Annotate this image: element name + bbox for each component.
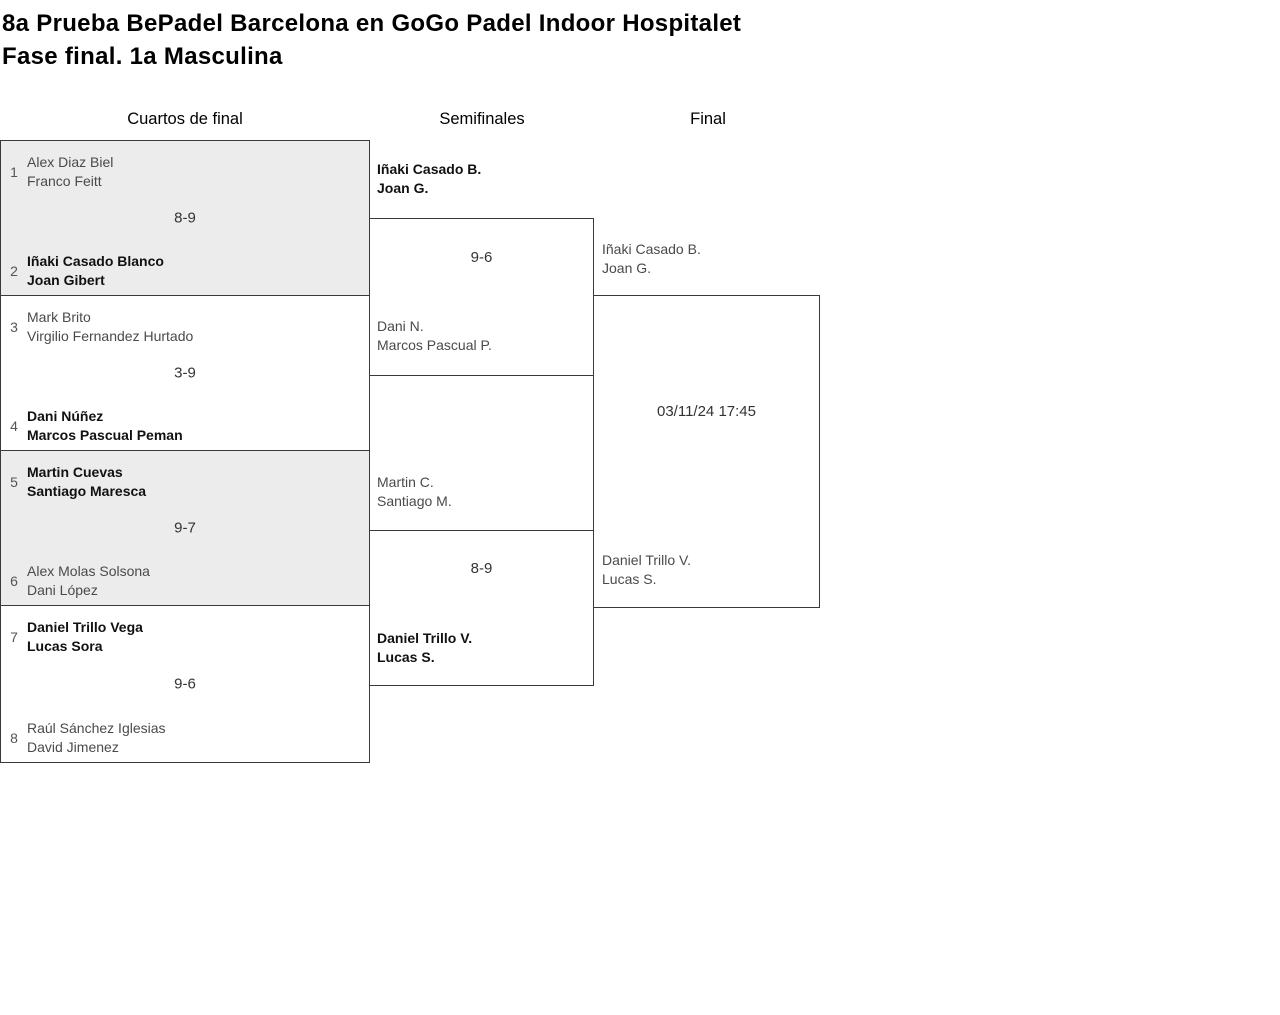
team-names: Iñaki Casado Blanco Joan Gibert — [27, 252, 164, 289]
match-score: 9-7 — [174, 519, 196, 537]
seed-number: 7 — [10, 628, 18, 645]
column-header-quarterfinals: Cuartos de final — [127, 110, 243, 128]
final-match: 03/11/24 17:45 — [593, 295, 820, 608]
team-entry-seed7: 7 Daniel Trillo Vega Lucas Sora — [1, 618, 361, 655]
team-names: Alex Molas Solsona Dani López — [27, 562, 150, 599]
final-bottom-team: Daniel Trillo V. Lucas S. — [602, 551, 691, 588]
player-name: Dani Núñez — [27, 408, 104, 424]
team-names: Alex Diaz Biel Franco Feitt — [27, 153, 113, 190]
player-name: Raúl Sánchez Iglesias — [27, 720, 166, 736]
semifinal2-bottom-team: Daniel Trillo V. Lucas S. — [377, 629, 472, 666]
final-top-team: Iñaki Casado B. Joan G. — [602, 240, 701, 277]
column-header-final: Final — [690, 110, 726, 128]
match-schedule: 03/11/24 17:45 — [657, 403, 756, 420]
semifinal2-top-team: Martin C. Santiago M. — [377, 473, 452, 510]
quarterfinal-match-2: 3 Mark Brito Virgilio Fernandez Hurtado … — [0, 295, 370, 451]
player-name: Marcos Pascual P. — [377, 336, 492, 353]
quarterfinal-match-4: 7 Daniel Trillo Vega Lucas Sora 9-6 8 Ra… — [0, 605, 370, 763]
player-name: Daniel Trillo V. — [377, 630, 473, 646]
semifinal1-bottom-team: Dani N. Marcos Pascual P. — [377, 317, 492, 354]
semifinal1-top-team: Iñaki Casado B. Joan G. — [377, 160, 481, 197]
player-name: Lucas S. — [377, 648, 435, 665]
match-score: 8-9 — [470, 560, 493, 577]
match-score: 9-6 — [174, 675, 196, 693]
team-entry-seed4: 4 Dani Núñez Marcos Pascual Peman — [1, 407, 361, 444]
player-name: Daniel Trillo V. — [602, 552, 691, 568]
team-names: Raúl Sánchez Iglesias David Jimenez — [27, 719, 166, 756]
column-header-semifinals: Semifinales — [439, 110, 525, 128]
seed-number: 3 — [10, 318, 18, 335]
team-entry-seed5: 5 Martin Cuevas Santiago Maresca — [1, 463, 361, 500]
player-name: Franco Feitt — [27, 172, 102, 189]
team-entry-seed8: 8 Raúl Sánchez Iglesias David Jimenez — [1, 719, 361, 756]
team-names: Martin Cuevas Santiago Maresca — [27, 463, 146, 500]
player-name: Martin C. — [377, 474, 434, 490]
player-name: Dani López — [27, 581, 98, 598]
player-name: Iñaki Casado B. — [602, 241, 701, 257]
player-name: David Jimenez — [27, 738, 119, 755]
team-entry-seed3: 3 Mark Brito Virgilio Fernandez Hurtado — [1, 308, 361, 345]
player-name: Daniel Trillo Vega — [27, 619, 143, 635]
player-name: Santiago M. — [377, 492, 452, 509]
seed-number: 6 — [10, 572, 18, 589]
player-name: Lucas Sora — [27, 637, 103, 654]
player-name: Alex Diaz Biel — [27, 154, 114, 170]
quarterfinal-match-3: 5 Martin Cuevas Santiago Maresca 9-7 6 A… — [0, 450, 370, 606]
semifinal-match-1: 9-6 — [369, 218, 594, 376]
player-name: Joan G. — [377, 179, 429, 196]
player-name: Iñaki Casado Blanco — [27, 253, 164, 269]
player-name: Iñaki Casado B. — [377, 161, 482, 177]
match-score: 3-9 — [174, 364, 196, 382]
page-title-line2: Fase final. 1a Masculina — [2, 43, 283, 70]
seed-number: 2 — [10, 262, 18, 279]
seed-number: 5 — [10, 473, 18, 490]
quarterfinal-match-1: 1 Alex Diaz Biel Franco Feitt 8-9 2 Iñak… — [0, 140, 370, 296]
player-name: Mark Brito — [27, 309, 91, 325]
player-name: Joan Gibert — [27, 271, 105, 288]
team-names: Dani Núñez Marcos Pascual Peman — [27, 407, 183, 444]
team-names: Mark Brito Virgilio Fernandez Hurtado — [27, 308, 193, 345]
player-name: Dani N. — [377, 318, 424, 334]
team-entry-seed6: 6 Alex Molas Solsona Dani López — [1, 562, 361, 599]
seed-number: 8 — [10, 729, 18, 746]
page-title-line1: 8a Prueba BePadel Barcelona en GoGo Pade… — [2, 10, 742, 37]
seed-number: 1 — [10, 163, 18, 180]
team-names: Daniel Trillo Vega Lucas Sora — [27, 618, 143, 655]
player-name: Alex Molas Solsona — [27, 563, 150, 579]
semifinal-match-2: 8-9 — [369, 530, 594, 686]
player-name: Marcos Pascual Peman — [27, 426, 183, 443]
player-name: Joan G. — [602, 259, 652, 276]
page-title: 8a Prueba BePadel Barcelona en GoGo Pade… — [2, 7, 741, 73]
player-name: Martin Cuevas — [27, 464, 123, 480]
match-score: 8-9 — [174, 209, 196, 227]
seed-number: 4 — [10, 417, 18, 434]
player-name: Santiago Maresca — [27, 482, 147, 499]
team-entry-seed1: 1 Alex Diaz Biel Franco Feitt — [1, 153, 361, 190]
match-score: 9-6 — [470, 249, 493, 266]
team-entry-seed2: 2 Iñaki Casado Blanco Joan Gibert — [1, 252, 361, 289]
player-name: Lucas S. — [602, 570, 657, 587]
player-name: Virgilio Fernandez Hurtado — [27, 327, 194, 344]
